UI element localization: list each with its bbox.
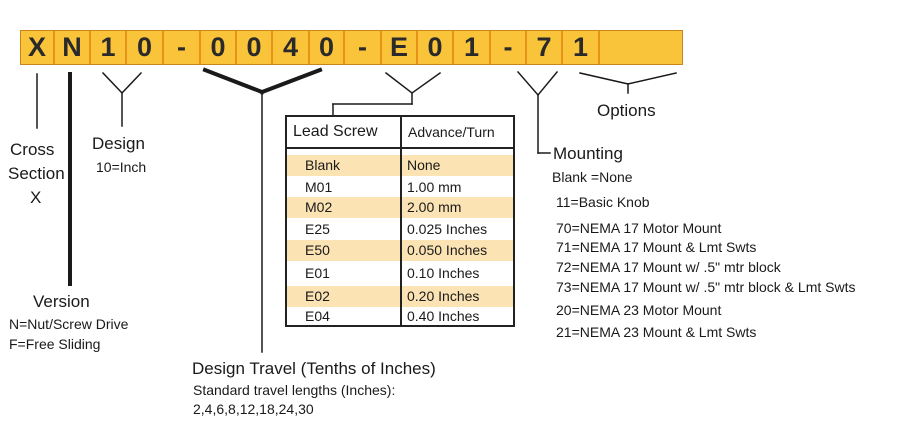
- advance-value: 0.40 Inches: [407, 308, 480, 324]
- lead-screw-table: Blank None M01 1.00 mm M02 2.00 mm E25 0…: [285, 115, 515, 327]
- table-row: E01 0.10 Inches: [287, 263, 513, 284]
- design-travel-title: Design Travel (Tenths of Inches): [192, 359, 436, 378]
- advance-value: 0.050 Inches: [407, 242, 488, 258]
- lead-screw-code: M02: [305, 199, 333, 215]
- code-cell: 4: [273, 31, 310, 64]
- code-cell: 7: [527, 31, 563, 64]
- design-item: 10=Inch: [96, 159, 147, 175]
- code-cell: 0: [237, 31, 273, 64]
- table-row: M01 1.00 mm: [287, 177, 513, 198]
- design-title: Design: [92, 134, 145, 153]
- mounting-item: 73=NEMA 17 Mount w/ .5" mtr block & Lmt …: [556, 279, 856, 295]
- code-cell: 1: [454, 31, 491, 64]
- mounting-item: 21=NEMA 23 Mount & Lmt Swts: [556, 324, 757, 340]
- advance-value: 2.00 mm: [407, 199, 462, 215]
- lead-screw-code: E02: [305, 288, 330, 304]
- header-advance-turn: Advance/Turn: [408, 124, 495, 140]
- mounting-connector: [516, 70, 540, 97]
- mounting-item: 70=NEMA 17 Motor Mount: [556, 220, 722, 236]
- lead-screw-code: M01: [305, 179, 333, 195]
- part-number-code-bar: X N 1 0 - 0 0 4 0 - E 0 1 - 7 1: [20, 30, 683, 65]
- code-cell: 1: [563, 31, 600, 64]
- mounting-item: 72=NEMA 17 Mount w/ .5" mtr block: [556, 259, 781, 275]
- table-row: E25 0.025 Inches: [287, 219, 513, 240]
- table-row: E04 0.40 Inches: [287, 306, 513, 327]
- code-cell: -: [164, 31, 201, 64]
- lead-screw-code: Blank: [305, 157, 341, 173]
- advance-value: 0.20 Inches: [407, 288, 480, 304]
- version-title: Version: [33, 292, 90, 311]
- advance-value: 0.025 Inches: [407, 221, 488, 237]
- design-travel-connector: [202, 67, 265, 95]
- mounting-title: Mounting: [553, 144, 623, 163]
- cross-section-label-line2: Section: [8, 164, 65, 183]
- code-cell: 1: [91, 31, 127, 64]
- options-connector: [579, 72, 629, 85]
- code-cell: 0: [310, 31, 345, 64]
- advance-value: 0.10 Inches: [407, 265, 480, 281]
- header-lead-screw: Lead Screw: [293, 123, 378, 140]
- lead-screw-code: E01: [305, 265, 330, 281]
- version-item-f: F=Free Sliding: [9, 336, 101, 352]
- design-travel-subtitle: Standard travel lengths (Inches):: [193, 382, 396, 398]
- options-title: Options: [597, 101, 656, 120]
- code-cell: X: [21, 31, 55, 64]
- column-divider: [400, 117, 402, 325]
- lead-screw-code: E50: [305, 242, 330, 258]
- advance-value: None: [407, 157, 441, 173]
- options-cell: [600, 31, 682, 64]
- mounting-item: 71=NEMA 17 Mount & Lmt Swts: [556, 239, 757, 255]
- code-cell: 0: [418, 31, 454, 64]
- design-travel-lengths: 2,4,6,8,12,18,24,30: [193, 401, 314, 417]
- lead-screw-code: E25: [305, 221, 330, 237]
- code-cell: 0: [201, 31, 237, 64]
- lead-screw-code: E04: [305, 308, 330, 324]
- mounting-item: Blank =None: [552, 169, 633, 185]
- code-cell: -: [491, 31, 527, 64]
- code-cell: -: [345, 31, 382, 64]
- code-cell: 0: [127, 31, 164, 64]
- advance-value: 1.00 mm: [407, 179, 462, 195]
- version-item-n: N=Nut/Screw Drive: [9, 316, 129, 332]
- mounting-item: 20=NEMA 23 Motor Mount: [556, 302, 722, 318]
- code-cell: N: [55, 31, 91, 64]
- design-connector: [101, 71, 124, 95]
- cross-section-label-line1: Cross: [10, 140, 55, 159]
- lead-screw-connector: [384, 71, 414, 95]
- code-cell: E: [382, 31, 418, 64]
- mounting-item: 11=Basic Knob: [556, 194, 650, 210]
- cross-section-label-line3: X: [30, 188, 42, 207]
